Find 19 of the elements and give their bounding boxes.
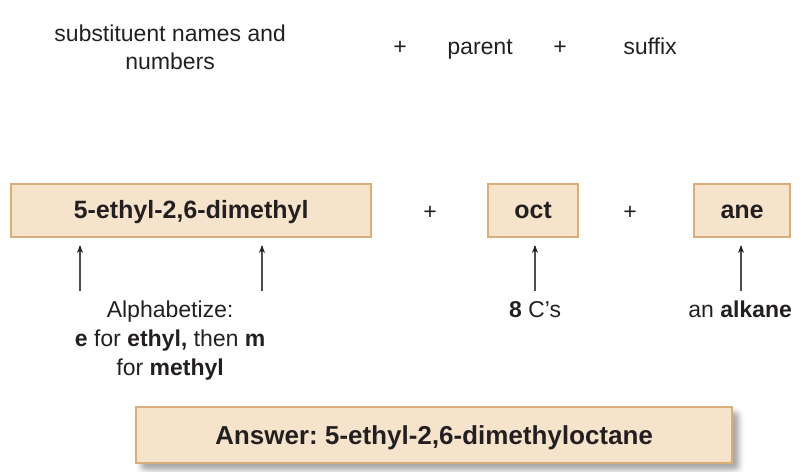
arrow (738, 245, 744, 291)
name-part-box: oct (487, 183, 579, 238)
annotation-text: Alphabetize: (106, 295, 234, 324)
label-text: suffix (623, 32, 677, 60)
annotation-text: e for ethyl, then m for methyl (74, 324, 266, 382)
answer-box: Answer: 5-ethyl-2,6-dimethyloctane (135, 406, 733, 464)
annotation-text: 8 C’s (509, 295, 561, 324)
name-part-box: ane (693, 183, 791, 238)
arrow (258, 245, 266, 291)
label-text: parent (447, 32, 513, 60)
annotation-text: an alkane (688, 295, 792, 324)
label-text: + (623, 197, 637, 225)
label-text: + (393, 32, 407, 60)
label-text: + (553, 32, 567, 60)
label-text: substituent names and numbers (53, 19, 287, 75)
arrow (76, 245, 84, 291)
arrow (532, 245, 538, 291)
name-part-box: 5-ethyl-2,6-dimethyl (10, 183, 372, 238)
label-text: + (423, 197, 437, 225)
